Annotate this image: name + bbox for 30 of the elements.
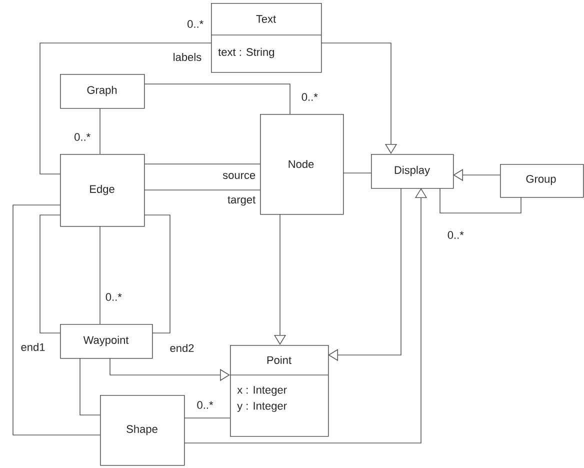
multiplicity-label: target [226, 195, 257, 207]
multiplicity-label: 0..* [196, 400, 214, 410]
association-line [342, 172, 372, 174]
class-box: Graph [60, 74, 145, 109]
role-label: labels [172, 52, 203, 62]
association-line [144, 214, 170, 334]
multiplicity-label: source [222, 172, 257, 180]
association-line [440, 188, 522, 214]
multiplicity-label: end1 [20, 342, 46, 352]
class-box: Group [500, 164, 584, 198]
multiplicity-label: 0..* [104, 292, 123, 302]
association-line [12, 204, 100, 436]
association-line [40, 42, 212, 174]
association-line [328, 188, 402, 362]
class-box: Display [371, 154, 454, 189]
association-line [40, 214, 60, 334]
class-box: Shape [100, 395, 185, 466]
multiplicity-label: 0..* [446, 230, 465, 240]
class-box: Node [260, 114, 344, 215]
class-box: Point x : Integer y : Integer [230, 345, 329, 437]
class-box: Edge [60, 154, 145, 227]
class-box: Waypoint [60, 324, 153, 359]
multiplicity-label: end2 [168, 342, 196, 354]
association-line [320, 42, 398, 154]
multiplicity-label: 0..* [73, 132, 92, 142]
role-label: 0..* [186, 19, 205, 29]
multiplicity-label: 0..* [300, 92, 319, 102]
association-line [80, 358, 100, 416]
class-box: Text text : String [210, 3, 322, 73]
association-line [144, 84, 290, 114]
